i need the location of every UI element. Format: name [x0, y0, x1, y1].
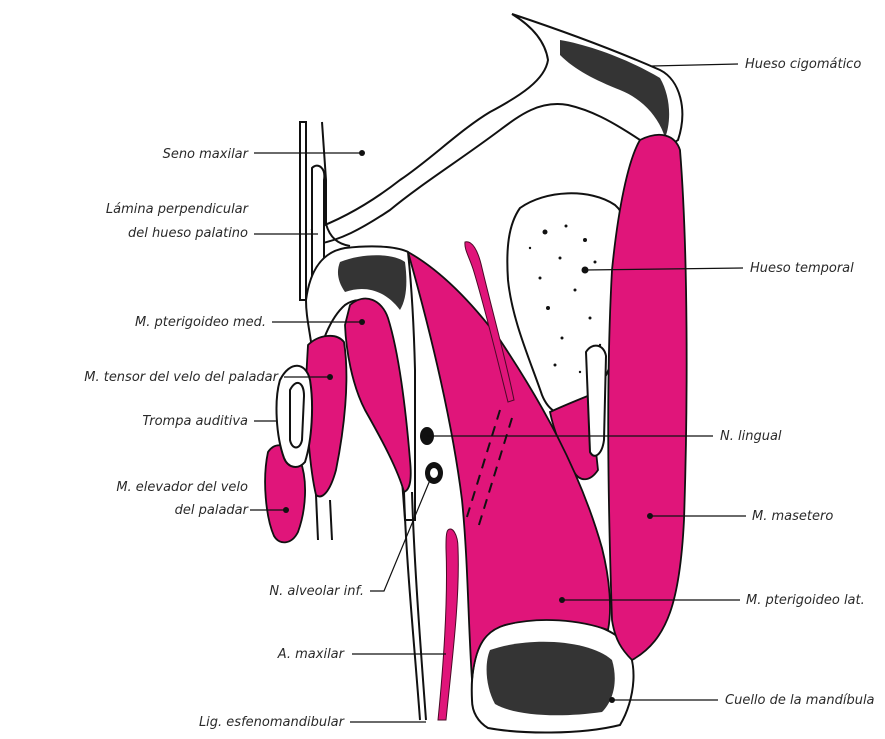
mandible-spongy-texture: [487, 642, 615, 716]
label-pterigoideo-med: M. pterigoideo med.: [135, 315, 266, 330]
label-pterigoideo-lat: M. pterigoideo lat.: [746, 593, 865, 608]
auditory-tube: [277, 366, 313, 467]
palatine-lamina: [300, 122, 306, 300]
label-elevador-line2: del paladar: [175, 503, 250, 518]
label-lig-esfenomandibular: Lig. esfenomandibular: [199, 715, 346, 730]
coronoid-process: [586, 346, 606, 456]
alveolar-nerve-oval-inner: [430, 468, 438, 478]
masseter-muscle[interactable]: [608, 135, 686, 660]
label-a-maxilar: A. maxilar: [277, 647, 346, 662]
ligament-lower-line: [316, 495, 332, 540]
label-lamina-line1: Lámina perpendicular: [106, 202, 250, 217]
sphenomandibular-ligament: [404, 492, 426, 720]
label-elevador-line1: M. elevador del velo: [116, 480, 248, 495]
label-cuello-mandibula: Cuello de la mandíbula: [725, 693, 875, 708]
label-lamina-line2: del hueso palatino: [128, 226, 248, 241]
label-hueso-cigomatico: Hueso cigomático: [745, 57, 861, 72]
label-seno-maxilar: Seno maxilar: [163, 147, 250, 162]
maxillary-artery-band: [438, 529, 458, 720]
label-hueso-temporal: Hueso temporal: [750, 261, 854, 276]
label-tensor-velo: M. tensor del velo del paladar: [84, 370, 279, 385]
label-masetero: M. masetero: [752, 509, 833, 524]
label-alveolar-inf: N. alveolar inf.: [269, 584, 364, 599]
label-n-lingual: N. lingual: [720, 429, 782, 444]
label-trompa-auditiva: Trompa auditiva: [142, 414, 248, 429]
